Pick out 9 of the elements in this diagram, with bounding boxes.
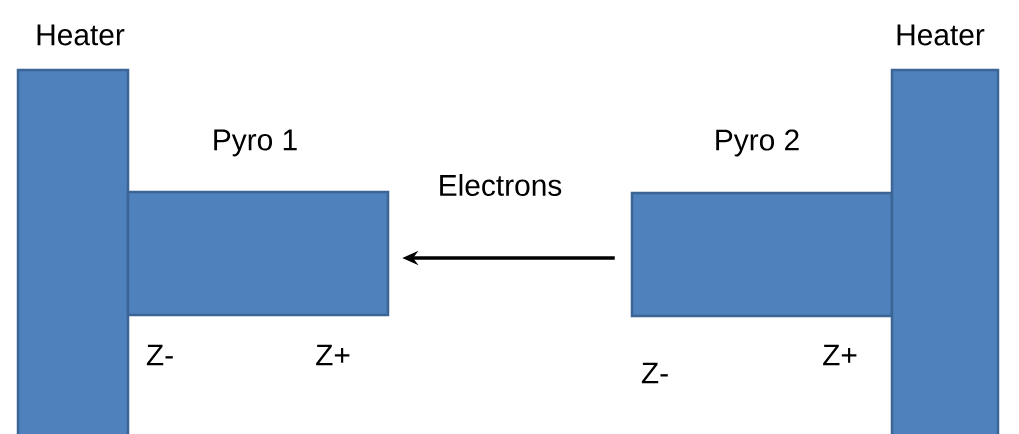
node-label: Heater: [897, 24, 985, 46]
node-label: Heater: [37, 24, 125, 46]
pole-label: Z-: [641, 362, 668, 384]
pole-label: Z-: [146, 344, 173, 366]
pole-label: Z+: [316, 344, 350, 366]
edge-label: Electrons: [440, 174, 562, 196]
node-label: Pyro 2: [716, 129, 799, 157]
pole-label: Z+: [823, 344, 857, 366]
node-label: Pyro 1: [214, 129, 297, 157]
